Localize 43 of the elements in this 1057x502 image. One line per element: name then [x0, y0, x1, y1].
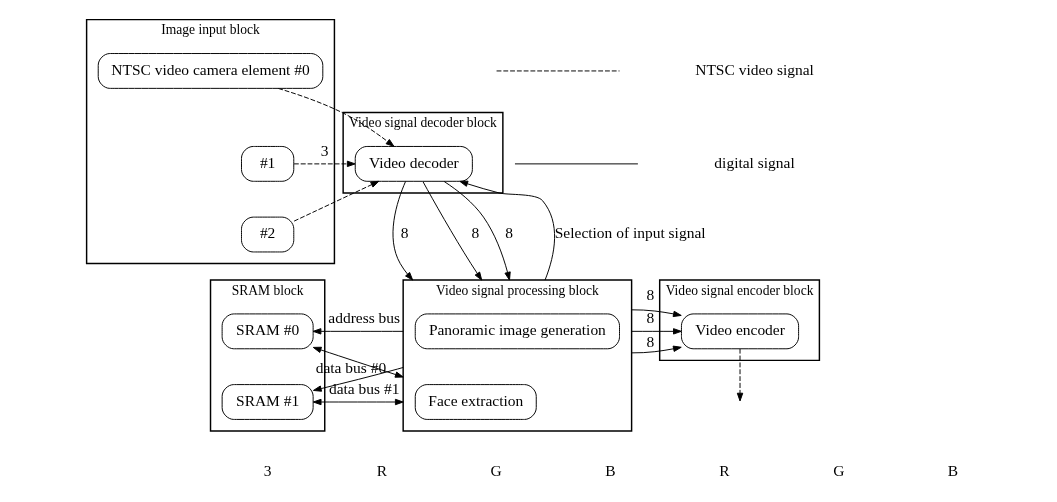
node-box: #2	[240, 216, 294, 253]
edge-label: 8	[646, 309, 654, 327]
edge-label: 8	[400, 224, 408, 242]
legend-label: digital signal	[713, 153, 795, 171]
arrow	[392, 180, 413, 281]
label: B	[947, 462, 958, 480]
arrow	[630, 328, 682, 335]
node-box: SRAM #0	[221, 313, 314, 350]
edge-label: data bus #1	[328, 380, 399, 398]
label: G	[832, 462, 844, 480]
arrow	[312, 328, 404, 335]
label: G	[490, 462, 502, 480]
arrow	[421, 181, 482, 281]
node-box: Video decoder	[354, 145, 473, 182]
node-box: SRAM #1	[221, 384, 314, 420]
arrow	[293, 180, 379, 222]
arrow	[312, 398, 404, 406]
arrow	[630, 345, 682, 354]
node-box: Video encoder	[680, 313, 799, 350]
edge-label: 8	[470, 224, 479, 242]
node-box: Panoramic image generation	[414, 313, 620, 350]
arrow	[277, 87, 394, 147]
label: B	[604, 462, 615, 480]
node-box: Face extraction	[414, 384, 537, 420]
arrow	[458, 180, 555, 281]
arrow	[312, 367, 404, 392]
edge-label: 3	[320, 141, 328, 159]
label: R	[718, 462, 730, 480]
edge-label: 8	[646, 286, 654, 304]
edge-label: 8	[504, 224, 513, 242]
node-box: #1	[240, 145, 294, 182]
edge-label: 8	[646, 332, 654, 350]
edge-label: address bus	[327, 309, 400, 327]
label: 3	[263, 462, 271, 480]
arrow	[312, 346, 404, 378]
node-box: NTSC video camera element #0	[97, 53, 323, 89]
arrow	[293, 160, 356, 168]
arrow	[630, 309, 682, 318]
label: R	[376, 462, 387, 480]
arrow	[736, 348, 743, 402]
arrow	[443, 181, 511, 281]
legend-label: NTSC video signal	[694, 60, 814, 78]
edge-label: Selection of input signal	[554, 224, 706, 242]
